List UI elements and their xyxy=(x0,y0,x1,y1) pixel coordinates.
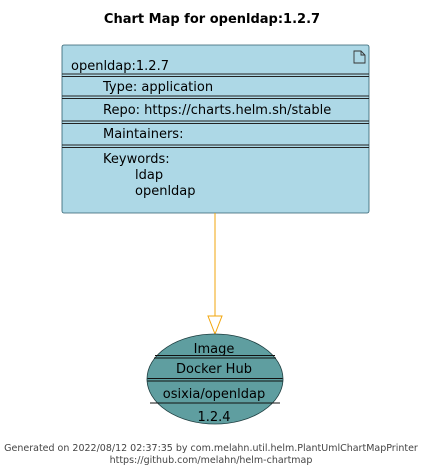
footer-url[interactable]: https://github.com/melahn/helm-chartmap xyxy=(110,455,313,466)
chart-type: Type: application xyxy=(102,80,213,95)
page-title: Chart Map for openldap:1.2.7 xyxy=(104,12,320,27)
dependency-connector xyxy=(207,213,223,336)
image-label: Image xyxy=(194,342,235,357)
chart-keyword: ldap xyxy=(135,168,163,183)
footer-generated: Generated on 2022/08/12 02:37:35 by com.… xyxy=(4,443,418,454)
chart-repo: Repo: https://charts.helm.sh/stable xyxy=(103,103,331,118)
chart-box[interactable]: openldap:1.2.7 Type: application Repo: h… xyxy=(61,44,370,214)
chart-keyword: openldap xyxy=(135,184,196,199)
chart-maintainers: Maintainers: xyxy=(103,127,183,142)
image-repository: osixia/openldap xyxy=(163,387,266,402)
chart-name: openldap:1.2.7 xyxy=(71,59,169,74)
image-node[interactable]: Image Docker Hub osixia/openldap 1.2.4 xyxy=(146,333,284,425)
image-tag: 1.2.4 xyxy=(197,410,230,425)
document-icon xyxy=(353,50,366,64)
chart-keywords-label: Keywords: xyxy=(103,152,170,167)
image-registry: Docker Hub xyxy=(176,362,252,377)
